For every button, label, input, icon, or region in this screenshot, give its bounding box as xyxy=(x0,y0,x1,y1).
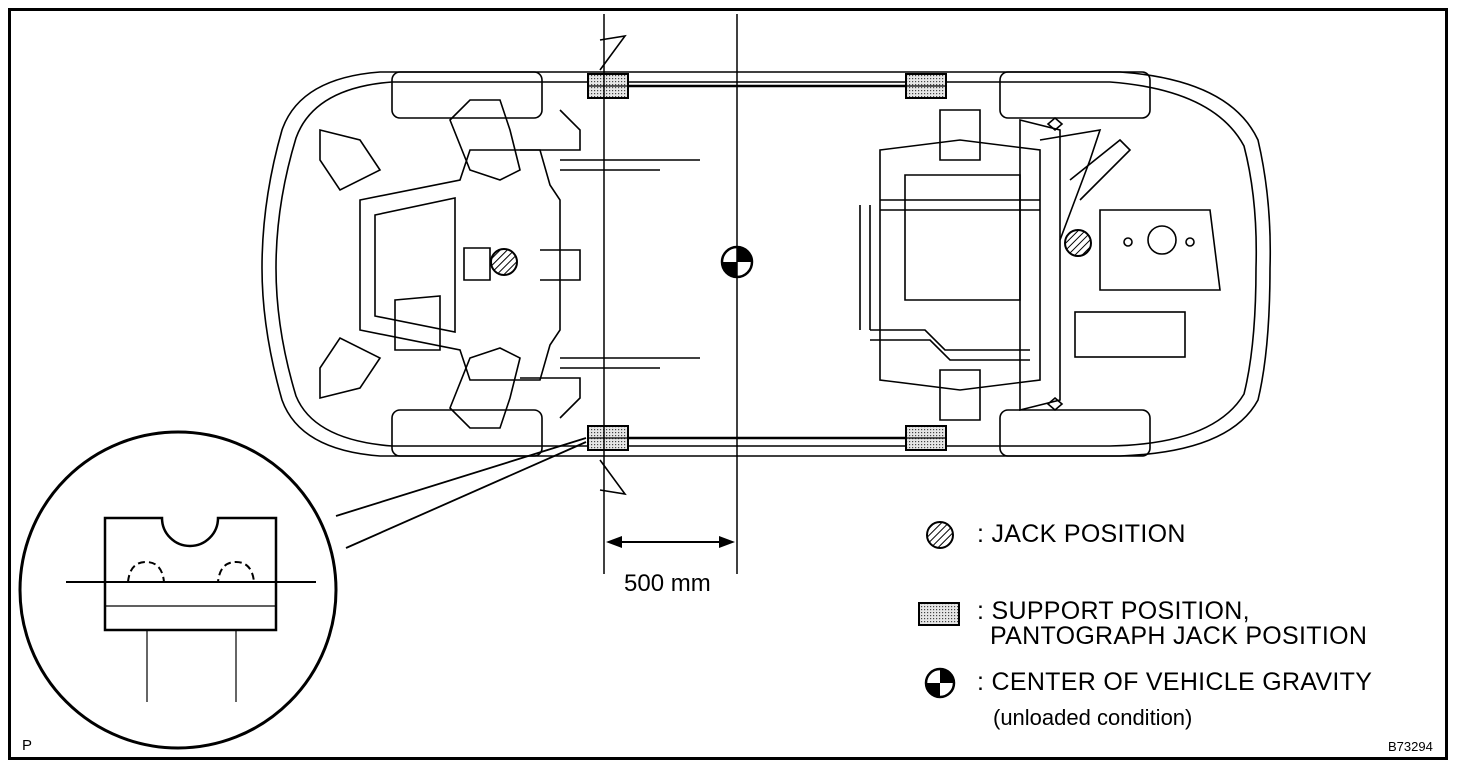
detail-view xyxy=(18,430,338,750)
jack-position-rear xyxy=(1064,229,1092,257)
rear-wheel-bottom xyxy=(999,409,1151,457)
rear-wheel-top xyxy=(999,71,1151,119)
legend-support-label-line1: : SUPPORT POSITION, xyxy=(977,597,1250,625)
support-rails xyxy=(628,84,906,440)
front-wheel-bottom xyxy=(391,409,543,457)
reference-lines xyxy=(603,14,738,574)
corner-marker: P xyxy=(22,737,33,754)
legend-support-label-line2: PANTOGRAPH JACK POSITION xyxy=(990,622,1368,650)
legend-jack-label: : JACK POSITION xyxy=(977,520,1186,548)
legend-gravity-label-line1: : CENTER OF VEHICLE GRAVITY xyxy=(977,668,1373,696)
vehicle-outline xyxy=(261,34,1272,496)
front-wheel-top xyxy=(391,71,543,119)
jack-position-front xyxy=(490,248,518,276)
legend-gravity-label-line2: (unloaded condition) xyxy=(993,705,1193,730)
dimension-arrow xyxy=(606,536,735,548)
hatched-circle-icon xyxy=(926,521,954,549)
dotted-rectangle-icon xyxy=(918,602,960,626)
diagram-frame xyxy=(8,8,1448,760)
dimension-label: 500 mm xyxy=(624,570,711,597)
figure-code: B73294 xyxy=(1388,739,1433,754)
center-of-gravity-icon xyxy=(924,667,956,699)
detail-callout-lines xyxy=(335,437,587,549)
